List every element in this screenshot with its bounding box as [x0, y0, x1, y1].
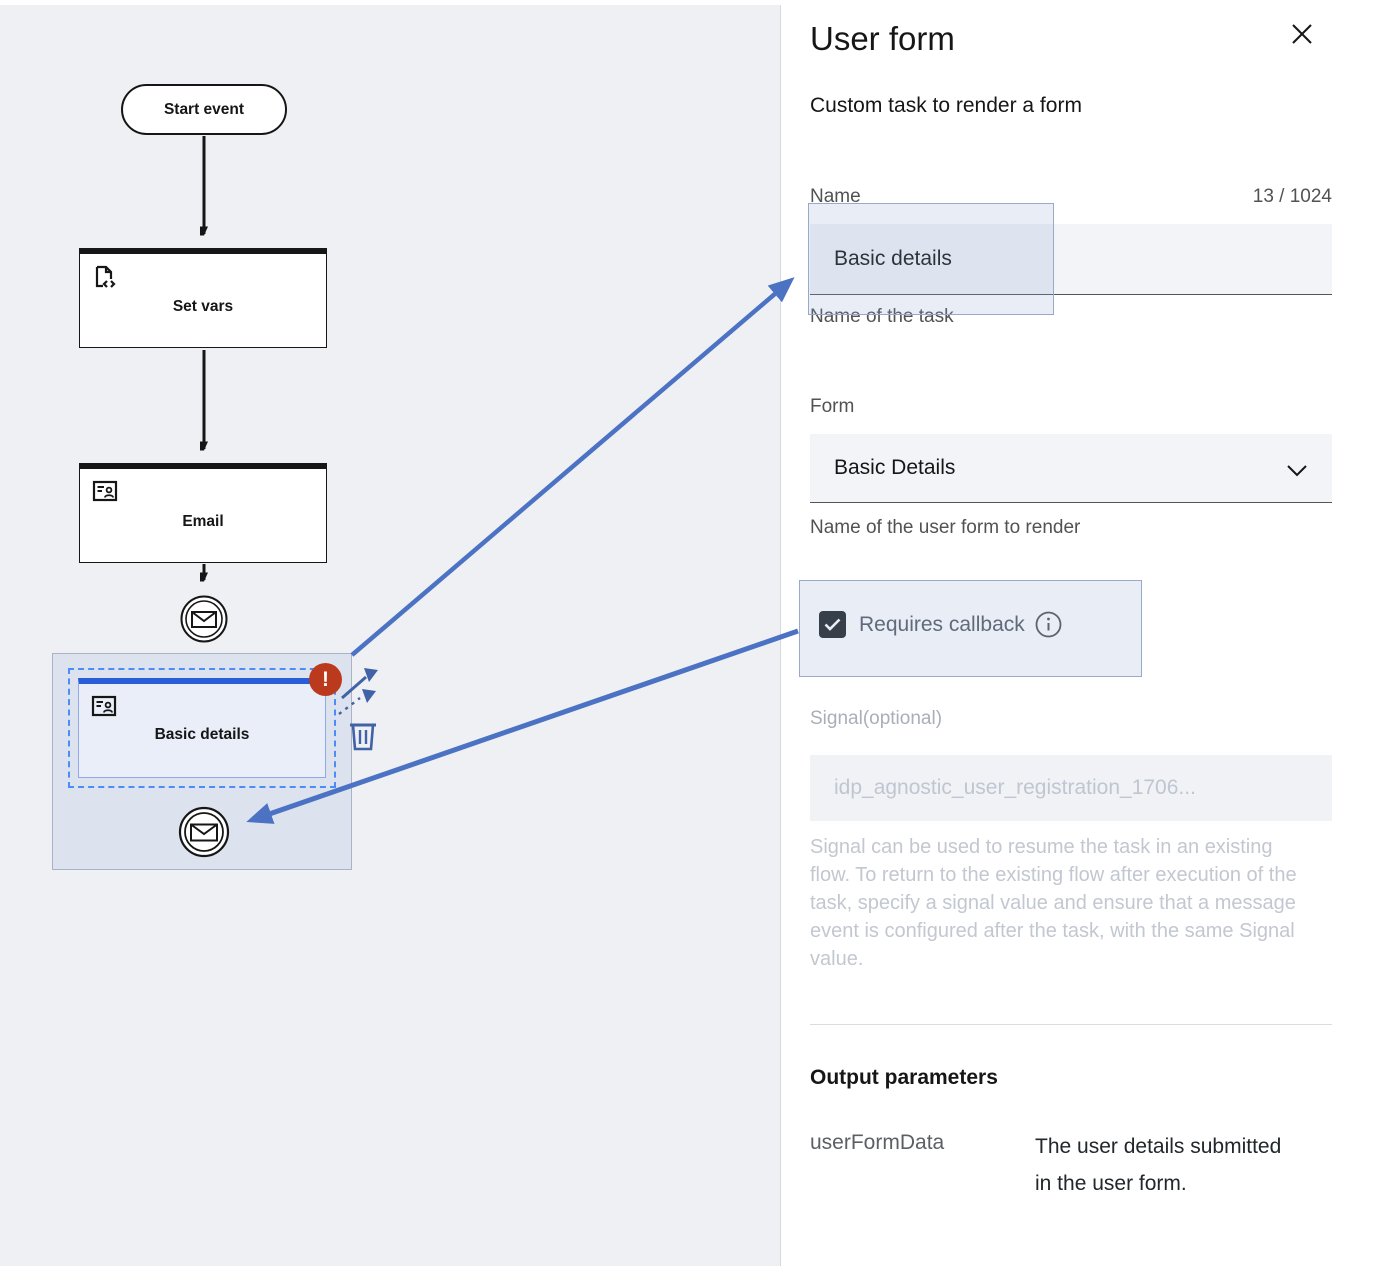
message-event-after-basic-details[interactable]	[178, 806, 230, 863]
error-badge-glyph: !	[322, 667, 329, 691]
name-input[interactable]	[810, 224, 1332, 295]
user-form-properties-panel: User form Custom task to render a form N…	[781, 0, 1376, 1266]
form-field-label: Form	[810, 396, 855, 417]
node-set-vars[interactable]: Set vars	[79, 248, 327, 348]
name-field-helper: Name of the task	[810, 306, 954, 327]
section-divider	[810, 1024, 1332, 1025]
name-field-label: Name	[810, 186, 861, 207]
close-icon	[1292, 24, 1312, 44]
output-param-name: userFormData	[810, 1131, 945, 1154]
form-select-value: Basic Details	[834, 456, 956, 479]
delete-node-button[interactable]	[348, 718, 378, 757]
flow-connectors	[0, 136, 781, 1266]
node-start-event[interactable]: Start event	[121, 84, 287, 135]
output-param-description: The user details submitted in the user f…	[1035, 1135, 1282, 1195]
panel-title: User form	[810, 20, 955, 57]
canvas-top-strip	[0, 0, 781, 5]
output-parameters-heading: Output parameters	[810, 1066, 998, 1089]
user-form-card-icon	[91, 694, 117, 723]
close-button[interactable]	[1290, 22, 1314, 46]
requires-callback-checkbox[interactable]	[819, 611, 846, 638]
connect-tool-button[interactable]	[336, 662, 382, 723]
signal-field-label: Signal(optional)	[810, 708, 943, 729]
node-email[interactable]: Email	[79, 463, 327, 563]
message-event-after-email[interactable]	[180, 595, 228, 648]
flow-canvas: Start event Set vars Email	[0, 0, 781, 1266]
annotation-highlight-name-field	[808, 203, 1054, 315]
form-select[interactable]: Basic Details	[810, 434, 1332, 503]
node-set-vars-label: Set vars	[172, 298, 234, 315]
checkmark-icon	[824, 618, 841, 631]
form-field-helper: Name of the user form to render	[810, 517, 1081, 538]
name-char-counter: 13 / 1024	[1252, 186, 1332, 207]
node-basic-details[interactable]: Basic details	[78, 678, 326, 778]
error-badge: !	[309, 663, 342, 696]
node-start-event-label: Start event	[163, 100, 245, 118]
requires-callback-label: Requires callback	[859, 612, 1025, 636]
info-icon[interactable]	[1035, 611, 1062, 638]
annotation-highlight-callback	[799, 580, 1142, 677]
envelope-icon	[190, 823, 218, 842]
trash-icon	[350, 723, 376, 751]
envelope-icon	[191, 611, 217, 628]
chevron-down-icon	[1286, 460, 1308, 484]
node-email-label: Email	[182, 513, 224, 530]
panel-subtitle: Custom task to render a form	[810, 94, 1082, 117]
user-form-card-icon	[92, 479, 118, 508]
arrow-up-right-dashed-icon	[338, 689, 376, 715]
node-basic-details-label: Basic details	[154, 726, 250, 743]
requires-callback-row: Requires callback	[819, 611, 1062, 638]
signal-input	[810, 755, 1332, 821]
document-code-icon	[92, 264, 116, 295]
signal-field-helper: Signal can be used to resume the task in…	[810, 836, 1297, 970]
